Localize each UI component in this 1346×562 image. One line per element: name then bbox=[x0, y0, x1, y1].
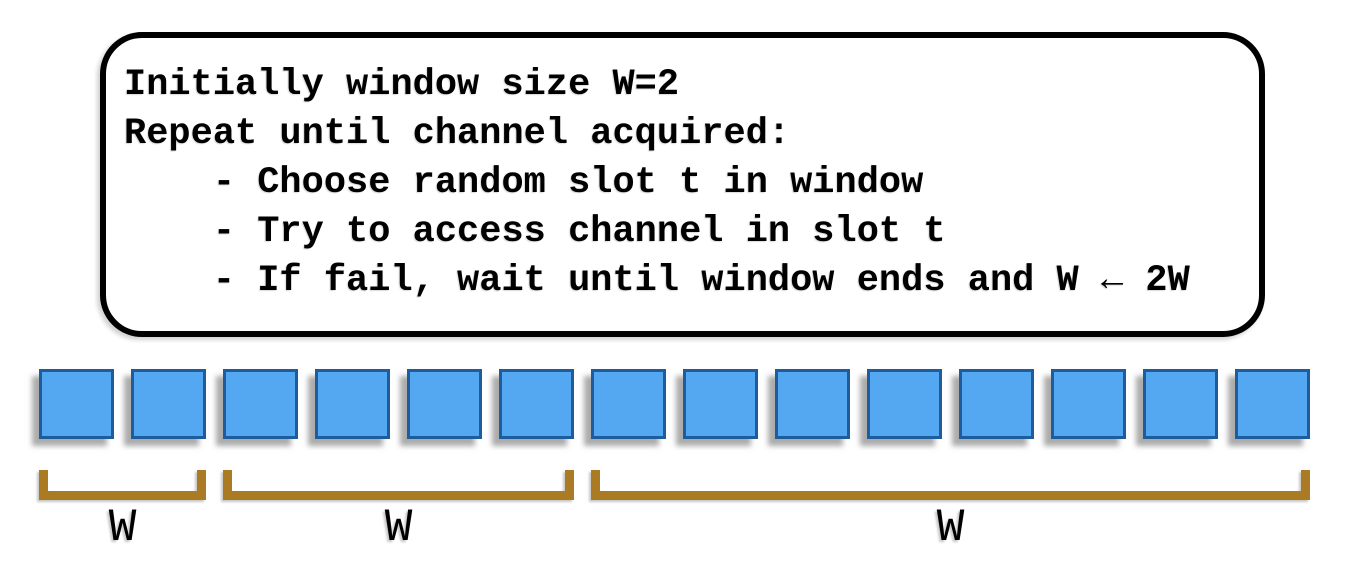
window-group: W bbox=[223, 470, 574, 554]
timeslot-row bbox=[39, 369, 1310, 439]
pseudocode-line: Initially window size W=2 bbox=[124, 64, 680, 106]
timeslot bbox=[775, 369, 850, 439]
timeslot bbox=[1051, 369, 1126, 439]
window-group: W bbox=[39, 470, 206, 554]
pseudocode-line: - Try to access channel in slot t bbox=[124, 211, 946, 253]
window-size-label: W bbox=[384, 502, 413, 554]
timeslot bbox=[131, 369, 206, 439]
timeslot bbox=[1143, 369, 1218, 439]
timeslot bbox=[315, 369, 390, 439]
timeslot bbox=[867, 369, 942, 439]
timeslot bbox=[683, 369, 758, 439]
pseudocode-line: - If fail, wait until window ends and W … bbox=[124, 260, 1190, 302]
timeslot bbox=[959, 369, 1034, 439]
window-size-label: W bbox=[936, 502, 965, 554]
window-size-label: W bbox=[108, 502, 137, 554]
timeslot bbox=[223, 369, 298, 439]
window-bracket bbox=[223, 470, 574, 500]
pseudocode-line: - Choose random slot t in window bbox=[124, 162, 924, 204]
window-bracket bbox=[591, 470, 1310, 500]
pseudocode-line: Repeat until channel acquired: bbox=[124, 113, 791, 155]
timeslot bbox=[591, 369, 666, 439]
timeslot bbox=[499, 369, 574, 439]
window-group: W bbox=[591, 470, 1310, 554]
timeslot bbox=[39, 369, 114, 439]
timeslot bbox=[1235, 369, 1310, 439]
timeslot bbox=[407, 369, 482, 439]
window-bracket bbox=[39, 470, 206, 500]
